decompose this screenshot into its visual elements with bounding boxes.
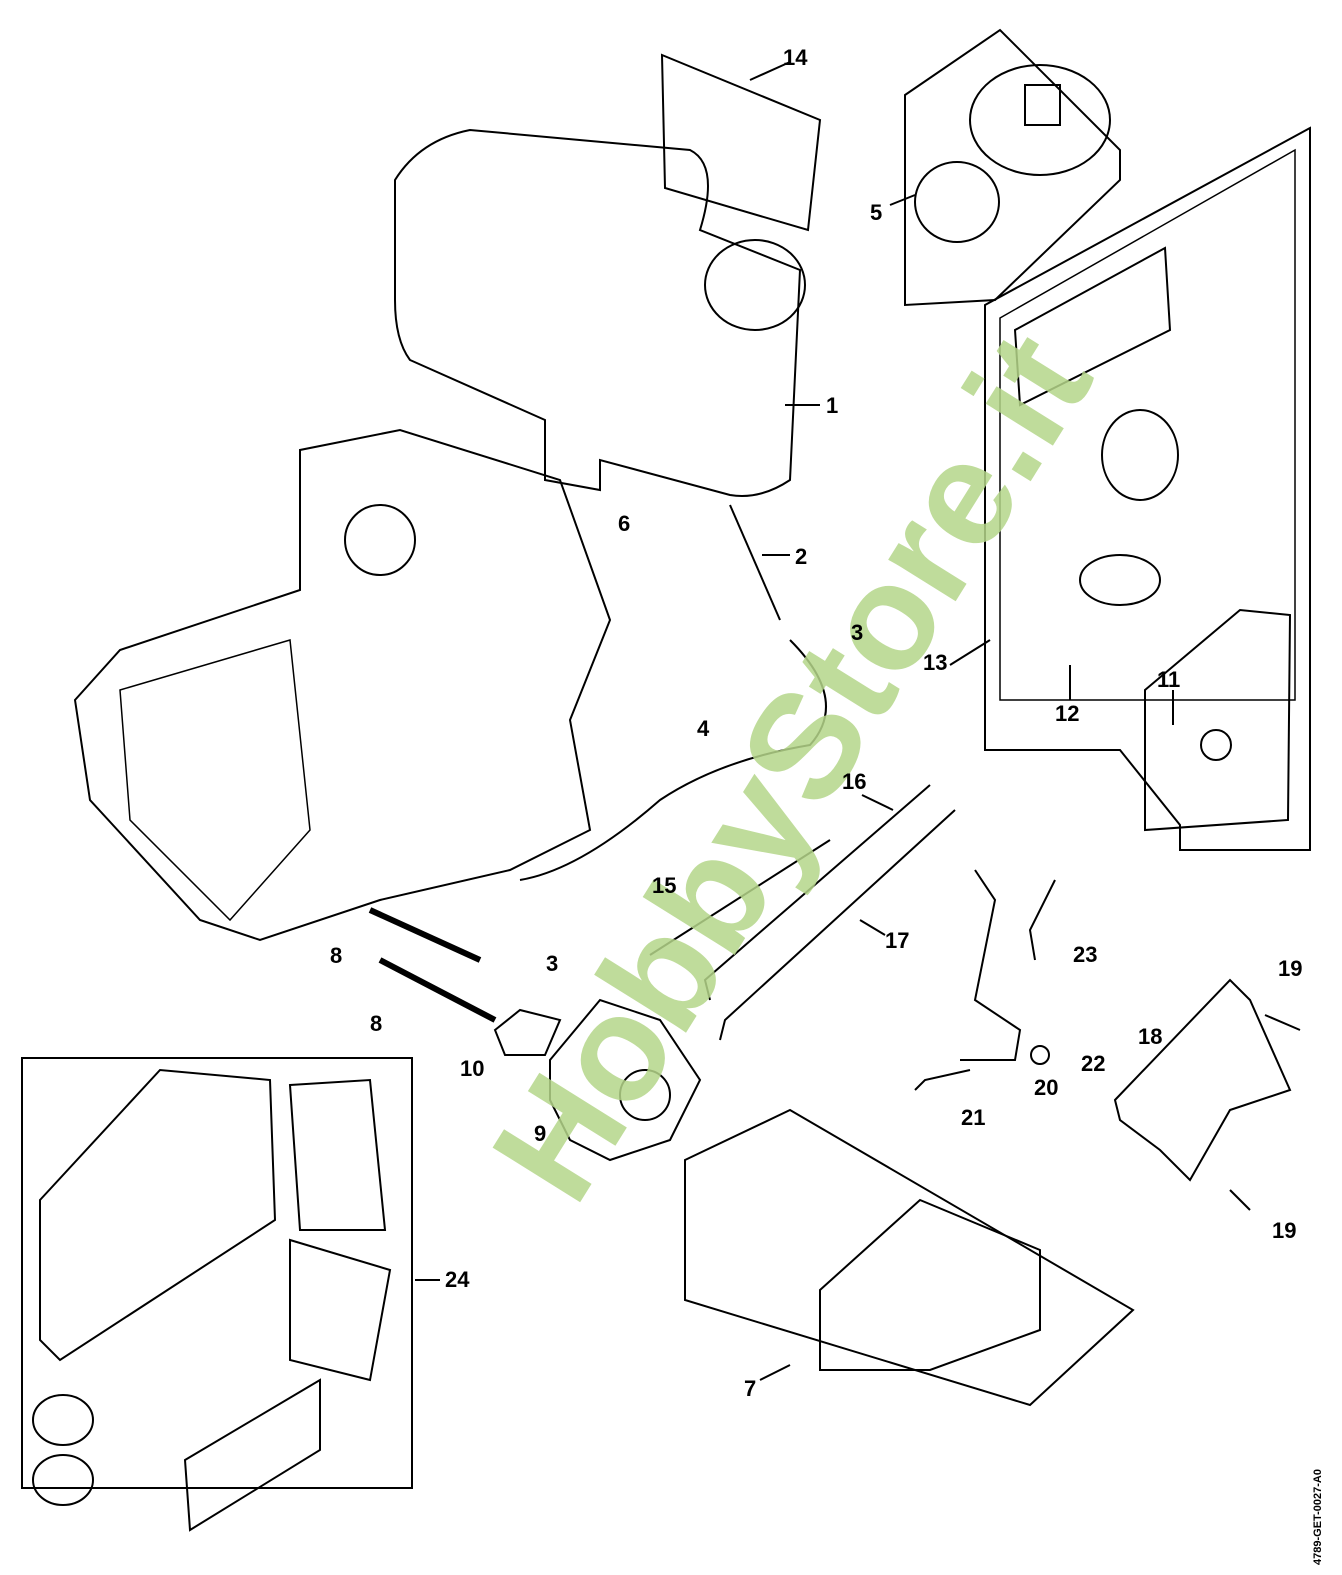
fuel-cap <box>969 64 1111 176</box>
callout-20: 20 <box>1034 1075 1059 1100</box>
callout-3: 3 <box>851 620 864 645</box>
throttle-rod-part-17 <box>719 809 956 1041</box>
insulator-part-10 <box>493 1008 562 1056</box>
bolt-part-21 <box>914 1069 971 1091</box>
callout-21: 21 <box>961 1105 986 1130</box>
callout-11: 11 <box>1157 667 1181 692</box>
gasket-kit-box-12 <box>999 148 1296 701</box>
callout-18: 18 <box>1138 1024 1163 1049</box>
callout-7: 7 <box>744 1376 757 1401</box>
decal-part-14 <box>660 53 822 232</box>
callout-15: 15 <box>652 873 677 898</box>
callout-14: 14 <box>783 45 808 70</box>
callout-5: 5 <box>870 200 883 225</box>
stud-part-8 <box>368 907 482 963</box>
callout-19b: 19 <box>1272 1218 1297 1243</box>
callout-24: 24 <box>445 1267 470 1292</box>
gasket-kit-box-7 <box>684 1108 1135 1407</box>
spring-part-23 <box>1028 879 1056 961</box>
gasket-part-11 <box>1144 608 1292 832</box>
carburetor-part-9 <box>549 998 702 1162</box>
governor-arm-part-20 <box>960 869 1022 1061</box>
callout-8b: 8 <box>370 1011 383 1036</box>
callout-22: 22 <box>1081 1051 1106 1076</box>
cap-seal <box>914 161 1000 243</box>
engine-block <box>73 428 612 942</box>
control-bracket-part-18 <box>1113 978 1292 1182</box>
callout-2: 2 <box>795 544 808 569</box>
callout-1: 1 <box>826 393 839 418</box>
callout-4: 4 <box>697 716 710 741</box>
callout-13: 13 <box>923 650 948 675</box>
callout-12: 12 <box>1055 701 1080 726</box>
drawing-code: 4789-GET-0027-A0 <box>1312 1469 1324 1565</box>
callout-23: 23 <box>1073 942 1098 967</box>
callout-17: 17 <box>885 928 910 953</box>
stud-part-8b <box>378 957 497 1023</box>
callout-6: 6 <box>618 511 631 536</box>
nut-part-22 <box>1030 1045 1050 1065</box>
fuel-tank-part-1 <box>394 128 802 497</box>
callout-8a: 8 <box>330 943 343 968</box>
callout-10: 10 <box>460 1056 485 1081</box>
callout-3b: 3 <box>546 951 559 976</box>
fuel-line-part-4 <box>519 639 827 881</box>
gasket-kit-box-24 <box>21 1057 413 1489</box>
kit-box-5 <box>904 28 1121 307</box>
callout-16: 16 <box>842 769 867 794</box>
callout-19a: 19 <box>1278 956 1303 981</box>
choke-rod-part-16 <box>703 784 931 1001</box>
callout-9: 9 <box>534 1121 547 1146</box>
gasket-kit-box-13 <box>984 126 1311 851</box>
